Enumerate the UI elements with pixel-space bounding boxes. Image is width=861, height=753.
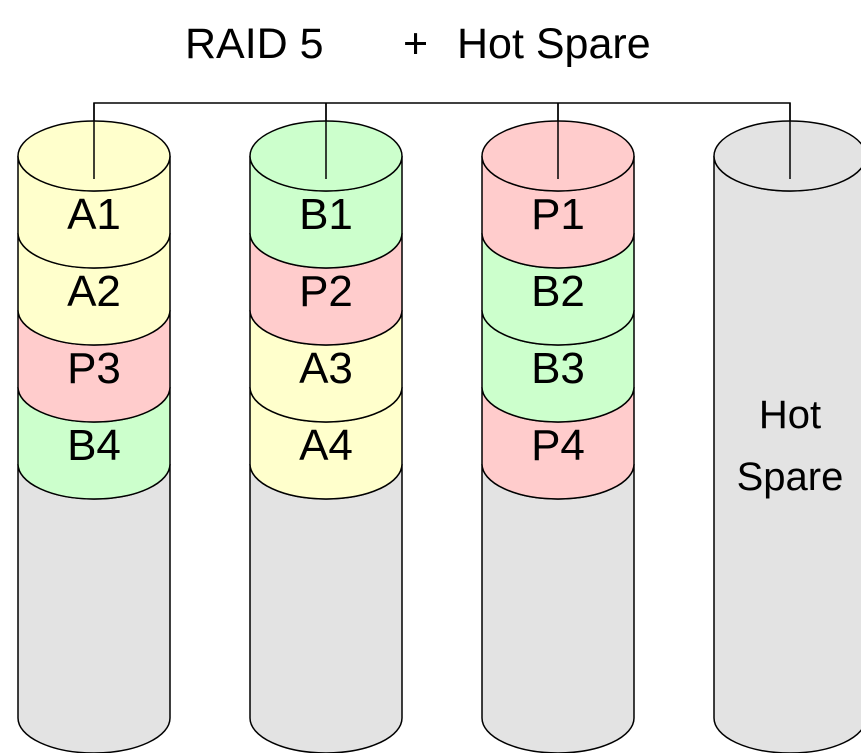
bus-line (93, 102, 791, 179)
block-label-a4: A4 (299, 421, 353, 470)
connection-bus (93, 102, 791, 179)
diagram-title: RAID 5 + Hot Spare (185, 20, 651, 68)
block-label-a2: A2 (67, 267, 121, 316)
hot-spare-label-line2: Spare (737, 455, 844, 499)
title-hot-spare: Hot Spare (457, 20, 651, 68)
block-label-b4: B4 (67, 421, 121, 470)
disk-empty-space (17, 463, 171, 753)
block-label-a3: A3 (299, 344, 353, 393)
block-label-p3: P3 (67, 344, 121, 393)
block-label-p4: P4 (531, 421, 585, 470)
block-label-a1: A1 (67, 190, 121, 239)
block-label-b1: B1 (299, 190, 353, 239)
hot-spare-label-line1: Hot (759, 393, 821, 437)
block-label-b3: B3 (531, 344, 585, 393)
block-label-b2: B2 (531, 267, 585, 316)
disk-empty-space (481, 463, 635, 753)
block-label-p1: P1 (531, 190, 585, 239)
block-label-p2: P2 (299, 267, 353, 316)
disk-empty-space (249, 463, 403, 753)
title-plus: + (403, 20, 428, 68)
hot-spare-top-cap (713, 120, 861, 192)
title-raid: RAID 5 (185, 20, 324, 68)
